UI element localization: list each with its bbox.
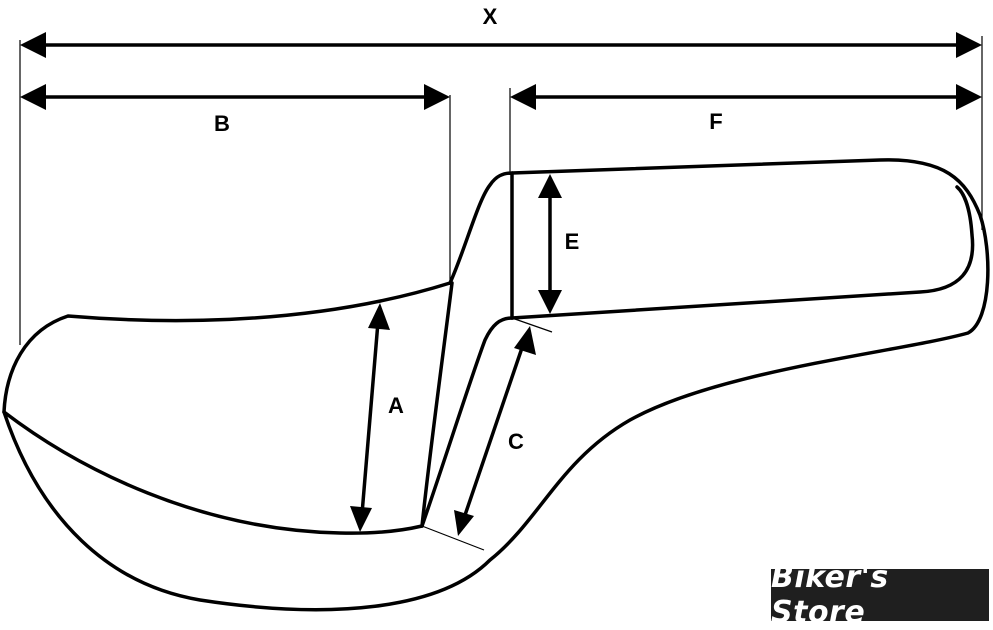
label-f: F [709,109,722,134]
dimension-e [538,174,562,314]
label-a: A [388,393,404,418]
passenger-front-curve [420,316,514,528]
rider-seat-surface [2,410,424,535]
label-x: X [483,4,498,29]
rider-backrest-front [420,281,454,528]
label-b: B [214,111,230,136]
dimension-a [350,303,390,532]
dimension-x [20,32,982,58]
passenger-pad-bottom [510,185,975,320]
dimension-c [454,326,536,536]
extension-lines [19,36,983,551]
seat-outline [2,158,990,612]
dimension-f [510,84,982,110]
seat-outer-contour [2,158,990,612]
brand-text: Biker's Store [771,560,889,630]
dimension-b [20,84,450,110]
bikers-store-logo: Biker's Store [771,560,989,630]
label-c: C [508,429,524,454]
label-e: E [565,229,580,254]
